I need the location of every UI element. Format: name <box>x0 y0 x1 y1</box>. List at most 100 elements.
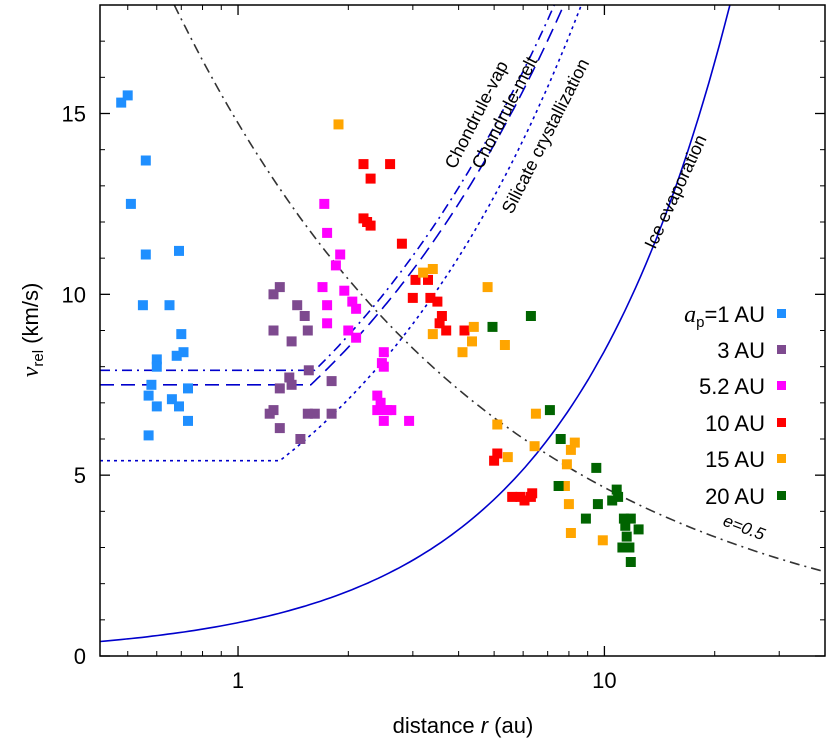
data-point-5-2au <box>317 282 328 293</box>
data-point-15au <box>597 535 608 546</box>
y-tick-label: 5 <box>74 463 86 488</box>
data-point-1au <box>151 354 162 365</box>
data-point-3au <box>326 376 337 387</box>
data-point-10au <box>362 217 373 227</box>
data-point-5-2au <box>351 332 362 343</box>
legend-label-20au: 20 AU <box>705 484 765 509</box>
data-point-10au <box>436 311 447 321</box>
data-point-10au <box>425 292 436 303</box>
data-point-5-2au <box>372 390 383 401</box>
data-point-1au <box>171 350 182 361</box>
data-point-10au <box>365 173 376 184</box>
data-point-1au <box>183 383 193 394</box>
x-tick-label: 10 <box>592 668 616 693</box>
data-point-10au <box>441 325 452 336</box>
data-point-5-2au <box>375 397 386 408</box>
data-point-15au <box>492 419 503 430</box>
data-point-10au <box>489 455 500 466</box>
data-point-10au <box>396 238 407 249</box>
data-point-10au <box>410 274 421 285</box>
data-point-10au <box>423 274 433 285</box>
data-point-3au <box>309 408 320 419</box>
data-point-5-2au <box>339 285 350 296</box>
data-point-15au <box>530 408 541 419</box>
data-point-5-2au <box>335 249 346 260</box>
data-point-3au <box>303 365 314 376</box>
ice-evaporation-curve <box>100 5 731 643</box>
data-point-15au <box>427 264 438 274</box>
data-point-20au <box>607 495 618 506</box>
x-axis-label: distance r (au) <box>393 713 534 738</box>
data-point-5-2au <box>347 296 358 307</box>
data-point-3au <box>274 383 285 394</box>
data-point-1au <box>143 390 154 401</box>
curve-label-ice-evaporation: Ice evaporation <box>640 132 710 252</box>
data-point-15au <box>333 119 344 130</box>
data-point-1au <box>146 379 157 390</box>
data-point-5-2au <box>404 415 415 426</box>
data-point-15au <box>565 444 576 455</box>
data-point-20au <box>625 513 636 524</box>
data-point-5-2au <box>372 405 383 416</box>
chondrule-vap-curve <box>100 5 556 372</box>
data-point-1au <box>151 401 162 412</box>
data-point-15au <box>467 336 477 347</box>
data-point-5-2au <box>322 227 333 238</box>
data-point-3au <box>274 282 285 293</box>
data-point-3au <box>274 423 285 434</box>
data-point-20au <box>591 462 602 473</box>
legend-label-15au: 15 AU <box>705 447 765 472</box>
data-point-1au <box>174 245 184 256</box>
legend-label-1au: ap=1 AU <box>684 302 765 331</box>
data-point-15au <box>482 282 493 293</box>
data-point-1au <box>143 430 154 441</box>
data-point-15au <box>563 499 574 510</box>
data-point-10au <box>434 318 445 329</box>
data-point-10au <box>432 296 443 307</box>
y-tick-label: 10 <box>62 282 86 307</box>
y-tick-label: 0 <box>74 644 86 669</box>
data-point-15au <box>529 441 540 452</box>
data-point-20au <box>487 321 498 332</box>
data-point-15au <box>559 481 570 491</box>
data-point-3au <box>284 372 295 383</box>
data-point-3au <box>302 408 313 419</box>
data-point-20au <box>617 542 628 553</box>
data-point-15au <box>427 329 438 340</box>
data-point-20au <box>555 434 566 444</box>
data-point-5-2au <box>330 260 341 271</box>
data-point-20au <box>618 513 629 524</box>
data-point-3au <box>268 325 279 336</box>
data-point-3au <box>326 408 337 419</box>
data-point-15au <box>418 267 429 278</box>
data-point-20au <box>592 499 603 510</box>
data-point-20au <box>620 520 631 531</box>
legend-label-10au: 10 AU <box>705 411 765 436</box>
data-point-20au <box>613 491 624 502</box>
x-tick-label: 1 <box>232 668 244 693</box>
data-point-5-2au <box>378 415 389 426</box>
legend-swatch-3au <box>777 345 786 354</box>
data-point-20au <box>544 405 555 416</box>
data-point-1au <box>125 198 136 209</box>
data-points-layer <box>116 90 644 567</box>
data-point-1au <box>140 249 151 260</box>
data-point-15au <box>502 452 513 463</box>
legend-label-3au: 3 AU <box>717 338 765 363</box>
data-point-20au <box>621 531 632 542</box>
curve-label-e05: e=0.5 <box>721 511 768 544</box>
data-point-10au <box>519 495 530 506</box>
data-point-1au <box>140 155 151 166</box>
data-point-15au <box>457 347 468 358</box>
data-point-5-2au <box>378 361 389 372</box>
chondrule-melt-curve <box>100 5 565 386</box>
silicate-crystallization-curve <box>100 5 583 462</box>
data-point-20au <box>625 557 636 567</box>
y-axis-label: vrel (km/s) <box>18 283 47 378</box>
legend-swatch-5-2au <box>777 381 786 390</box>
legend-swatch-15au <box>777 454 786 463</box>
data-point-5-2au <box>322 318 333 329</box>
data-point-1au <box>164 300 175 311</box>
data-point-10au <box>358 159 369 170</box>
